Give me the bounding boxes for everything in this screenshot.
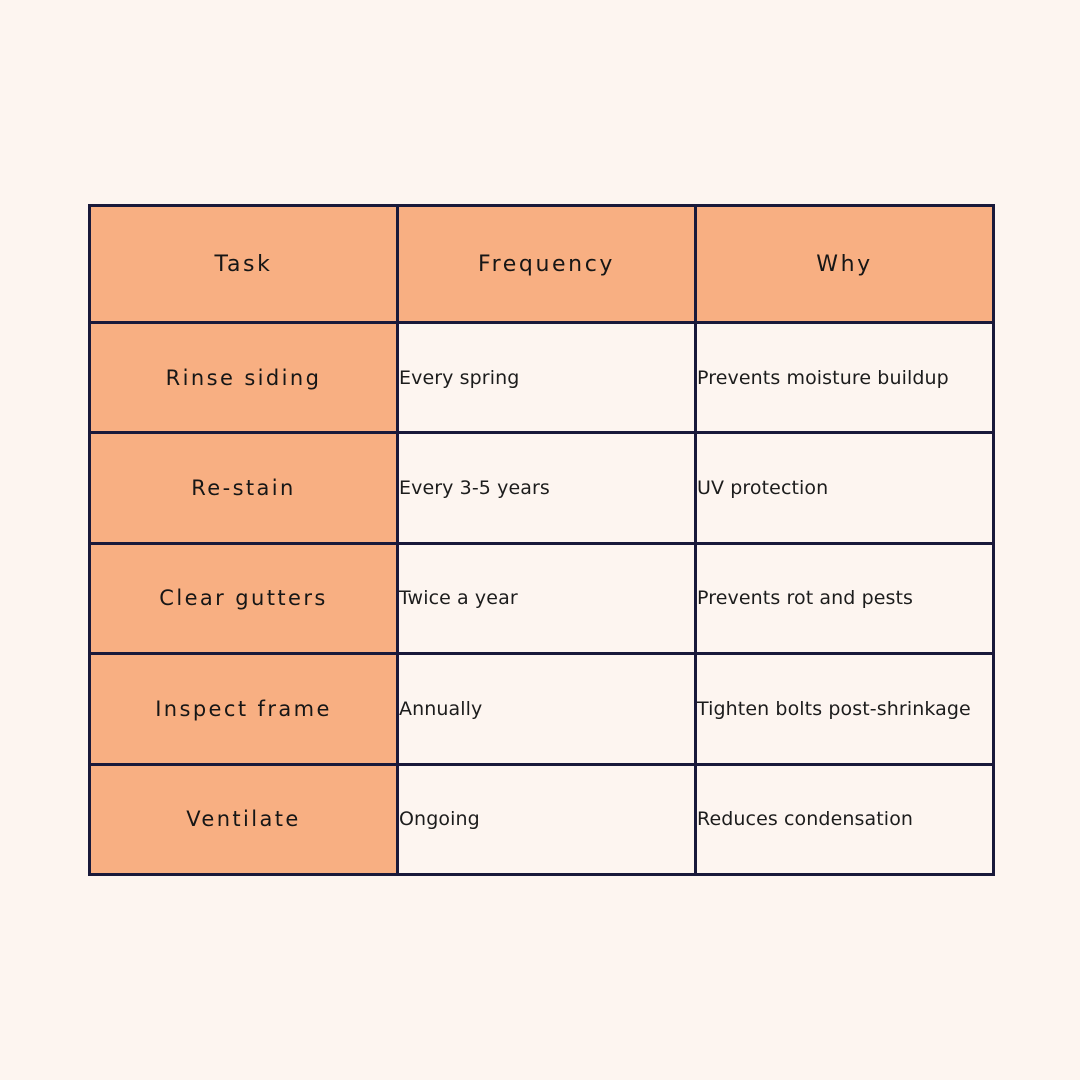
maintenance-table-container: Task Frequency Why Rinse siding Every sp… (88, 204, 995, 877)
table-row: Inspect frame Annually Tighten bolts pos… (88, 652, 995, 766)
cell-task: Clear gutters (88, 541, 399, 656)
cell-task: Re-stain (88, 431, 399, 545)
table-row: Rinse siding Every spring Prevents moist… (88, 320, 995, 435)
column-header-frequency: Frequency (396, 204, 697, 324)
table-row: Re-stain Every 3-5 years UV protection (88, 431, 995, 545)
column-header-task: Task (88, 204, 399, 324)
table-header-row: Task Frequency Why (88, 204, 995, 324)
cell-why: UV protection (694, 431, 995, 545)
cell-frequency: Every spring (396, 320, 697, 435)
table-body: Rinse siding Every spring Prevents moist… (88, 320, 995, 877)
cell-why: Reduces condensation (694, 762, 995, 877)
cell-frequency: Twice a year (396, 541, 697, 656)
cell-why: Tighten bolts post-shrinkage (694, 652, 995, 766)
cell-why: Prevents rot and pests (694, 541, 995, 656)
cell-frequency: Annually (396, 652, 697, 766)
cell-frequency: Every 3-5 years (396, 431, 697, 545)
table-header: Task Frequency Why (88, 204, 995, 324)
column-header-why: Why (694, 204, 995, 324)
table-row: Ventilate Ongoing Reduces condensation (88, 762, 995, 877)
cell-task: Rinse siding (88, 320, 399, 435)
maintenance-schedule-table: Task Frequency Why Rinse siding Every sp… (88, 204, 995, 877)
cell-why: Prevents moisture buildup (694, 320, 995, 435)
cell-task: Inspect frame (88, 652, 399, 766)
cell-task: Ventilate (88, 762, 399, 877)
cell-frequency: Ongoing (396, 762, 697, 877)
table-row: Clear gutters Twice a year Prevents rot … (88, 541, 995, 656)
